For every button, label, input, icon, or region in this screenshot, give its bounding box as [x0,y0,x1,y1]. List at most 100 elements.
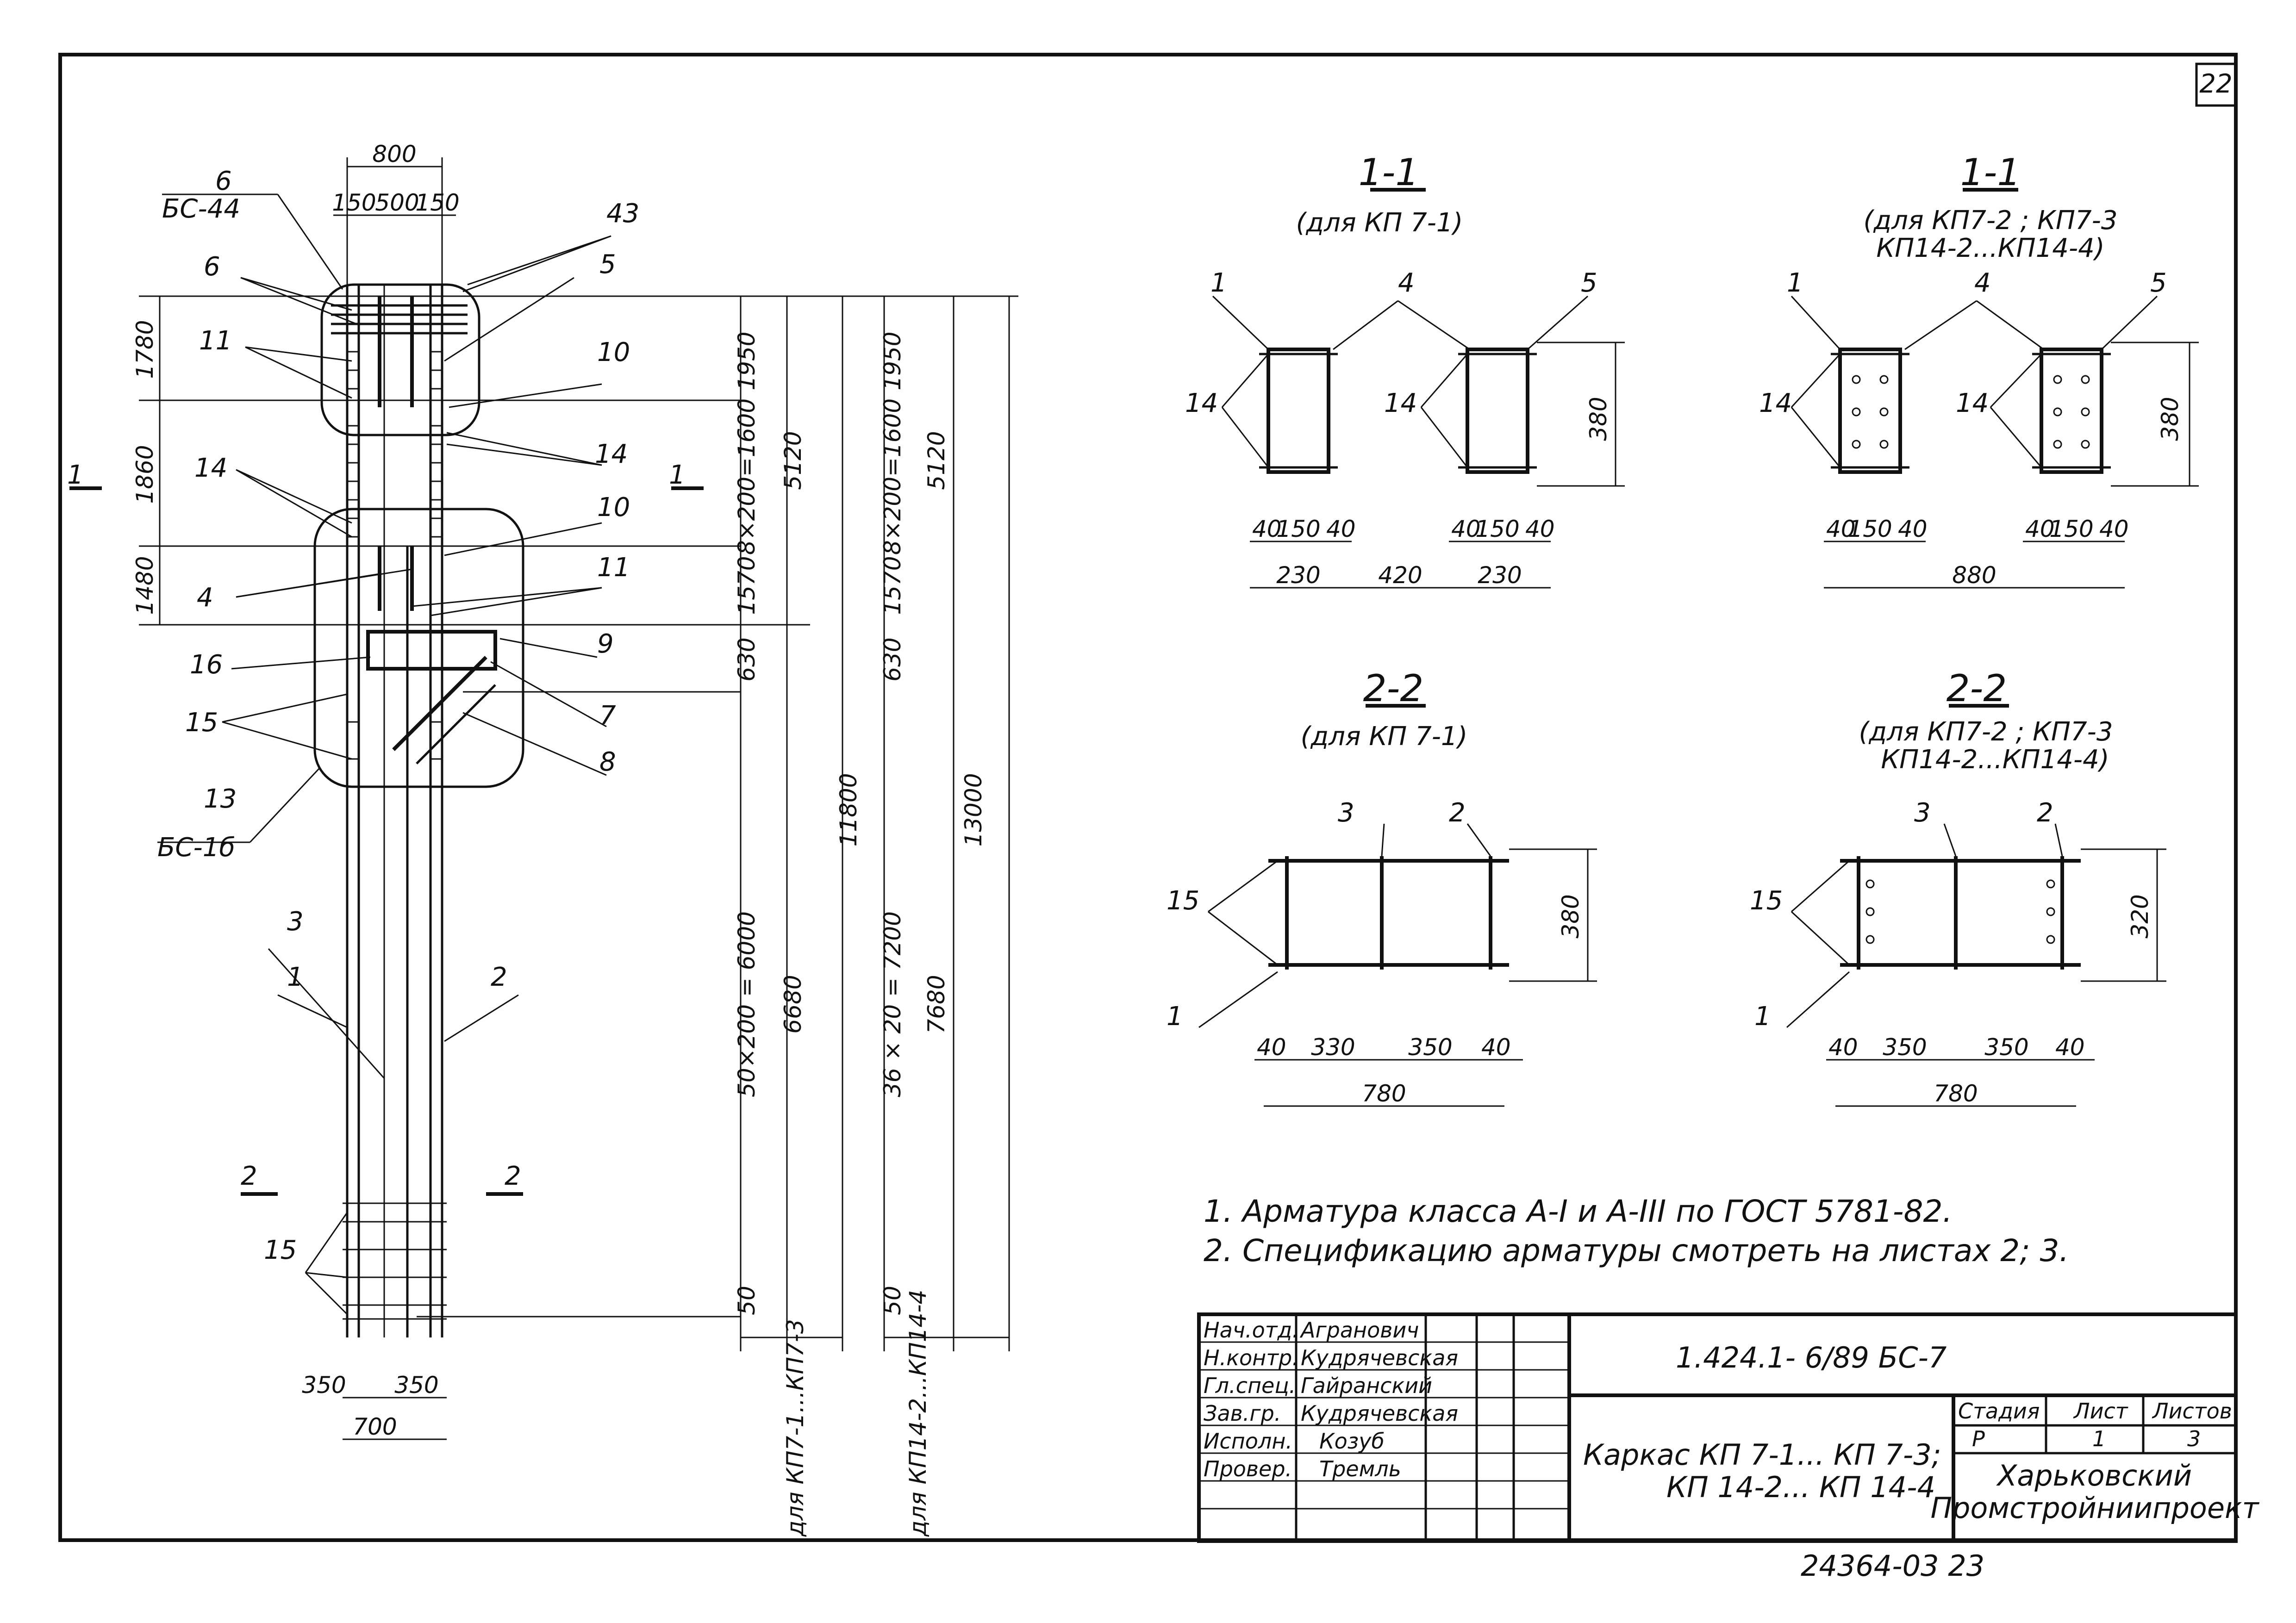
tb-name: Кудрячевская [1301,1345,1458,1370]
dim-left: 1480 [131,556,158,615]
svg-text:2: 2 [1449,798,1466,828]
svg-text:(для КП7-2 ; КП7-3: (для КП7-2 ; КП7-3 [1859,717,2113,747]
document-code: 1.424.1- 6/89 БС-7 [1676,1341,1947,1374]
svg-text:2-2: 2-2 [1363,667,1424,710]
svg-text:350: 350 [1408,1034,1452,1061]
inclined-bar [416,684,496,765]
svg-text:40: 40 [1898,516,1928,542]
org-line-1: Харьковский [1996,1459,2192,1492]
tb-name: Козуб [1319,1429,1385,1454]
tb-role: Провер. [1204,1456,1292,1481]
dim-col-b: 1950 [879,331,906,390]
upper-rounded-outline [320,283,480,436]
elevation-view: 800 150 500 150 1780 1860 1480 1950 8×20… [67,141,1018,1537]
mark-7: 7 [599,701,616,731]
dim-top-split: 150 [332,189,376,216]
svg-text:230: 230 [1478,562,1522,589]
note-1: 1. Арматура класса А-I и А-III по ГОСТ 5… [1204,1194,1953,1229]
svg-text:420: 420 [1378,562,1422,589]
dim-bottom-split: 350 [394,1372,438,1399]
svg-text:380: 380 [1557,894,1584,938]
dim-top-split: 500 [375,189,419,216]
col-a-caption: для КП7-1...КП7-3 [782,1319,809,1537]
mark-14r: 14 [595,439,628,469]
svg-text:350: 350 [1984,1034,2028,1061]
svg-text:230: 230 [1276,562,1320,589]
svg-text:1: 1 [1787,268,1803,298]
svg-text:40: 40 [1257,1034,1286,1061]
mark-1: 1 [287,962,304,992]
dim-col-b: 50 [879,1286,906,1315]
tb-role: Исполн. [1204,1429,1292,1454]
dim-col-b: 1570 [879,556,906,615]
svg-text:1: 1 [67,460,84,490]
mark-13-sub: БС-1б [157,833,235,863]
dim-col-b: 630 [879,637,906,681]
mark-10: 10 [597,337,630,367]
stage-value: Р [1972,1426,1985,1451]
mark-16: 16 [190,650,223,680]
svg-text:2: 2 [2037,798,2053,828]
stage-header: Стадия [1958,1399,2040,1424]
leader-lines [157,193,611,1315]
mark-15b: 15 [264,1235,297,1265]
section-2-2-a: 2-2 (для КП 7-1) 3 2 15 1 380 40 330 350… [1167,667,1597,1107]
svg-text:15: 15 [1167,886,1199,916]
svg-text:2: 2 [241,1161,257,1191]
svg-text:40: 40 [1828,1034,1858,1061]
svg-text:40: 40 [1525,516,1555,542]
dim-col-b: 36 × 20 = 7200 [879,911,906,1097]
svg-text:150: 150 [2049,516,2093,542]
dim-col-a: 50 [733,1286,760,1315]
section-2-2-b: 2-2 (для КП7-2 ; КП7-3 КП14-2...КП14-4) … [1750,667,2166,1107]
mark-3: 3 [287,907,304,937]
dim-col-a: 50×200 = 6000 [733,911,760,1097]
svg-text:4: 4 [1398,268,1415,298]
mark-6b: 6 [204,252,220,282]
lower-rounded-outline [313,508,524,788]
note-2: 2. Спецификацию арматуры смотреть на лис… [1204,1233,2069,1269]
sheet-header: Лист [2073,1399,2128,1424]
svg-text:380: 380 [1585,397,1612,441]
svg-text:14: 14 [1384,388,1417,418]
svg-text:780: 780 [1362,1080,1406,1107]
sheet-frame [58,53,2238,1542]
svg-text:350: 350 [1883,1034,1927,1061]
dim-col-a-total: 5120 [780,431,806,490]
dim-col-a: 1570 [733,556,760,615]
svg-text:40: 40 [1326,516,1356,542]
svg-text:2: 2 [505,1161,521,1191]
drawing-title-2: КП 14-2... КП 14-4 [1666,1470,1935,1504]
section-1-1-b: 1-1 (для КП7-2 ; КП7-3 КП14-2...КП14-4) … [1759,151,2199,589]
tb-role: Зав.гр. [1204,1401,1281,1426]
mark-6: 6 [215,166,232,196]
svg-text:14: 14 [1185,388,1218,418]
svg-text:КП14-2...КП14-4): КП14-2...КП14-4) [1881,745,2109,775]
mark-6-sub: БС-44 [162,194,240,224]
svg-text:14: 14 [1956,388,1989,418]
svg-text:330: 330 [1311,1034,1355,1061]
mark-10b: 10 [597,492,630,522]
svg-text:40: 40 [1481,1034,1511,1061]
svg-text:(для КП 7-1): (для КП 7-1) [1296,208,1463,238]
page-stamp: 24364-03 23 [1801,1549,1984,1583]
mark-5: 5 [599,249,616,280]
dim-top-width: 800 [372,141,416,168]
mark-43: 43 [606,199,639,229]
sheets-value: 3 [2187,1426,2201,1451]
dim-col-b-total: 5120 [923,431,950,490]
svg-text:1-1: 1-1 [1960,151,2021,194]
svg-text:2-2: 2-2 [1947,667,2007,710]
svg-text:150: 150 [1276,516,1320,542]
section-mark-1: 1 1 [67,460,704,490]
dim-col-a-total: 11800 [835,773,862,846]
dim-left: 1780 [131,320,158,379]
svg-text:1: 1 [1754,1001,1771,1032]
svg-text:780: 780 [1934,1080,1978,1107]
svg-text:3: 3 [1338,798,1354,828]
sheet-value: 1 [2092,1426,2106,1451]
svg-text:1: 1 [1210,268,1227,298]
section-mark-2: 2 2 [241,1161,523,1196]
svg-text:4: 4 [1974,268,1991,298]
